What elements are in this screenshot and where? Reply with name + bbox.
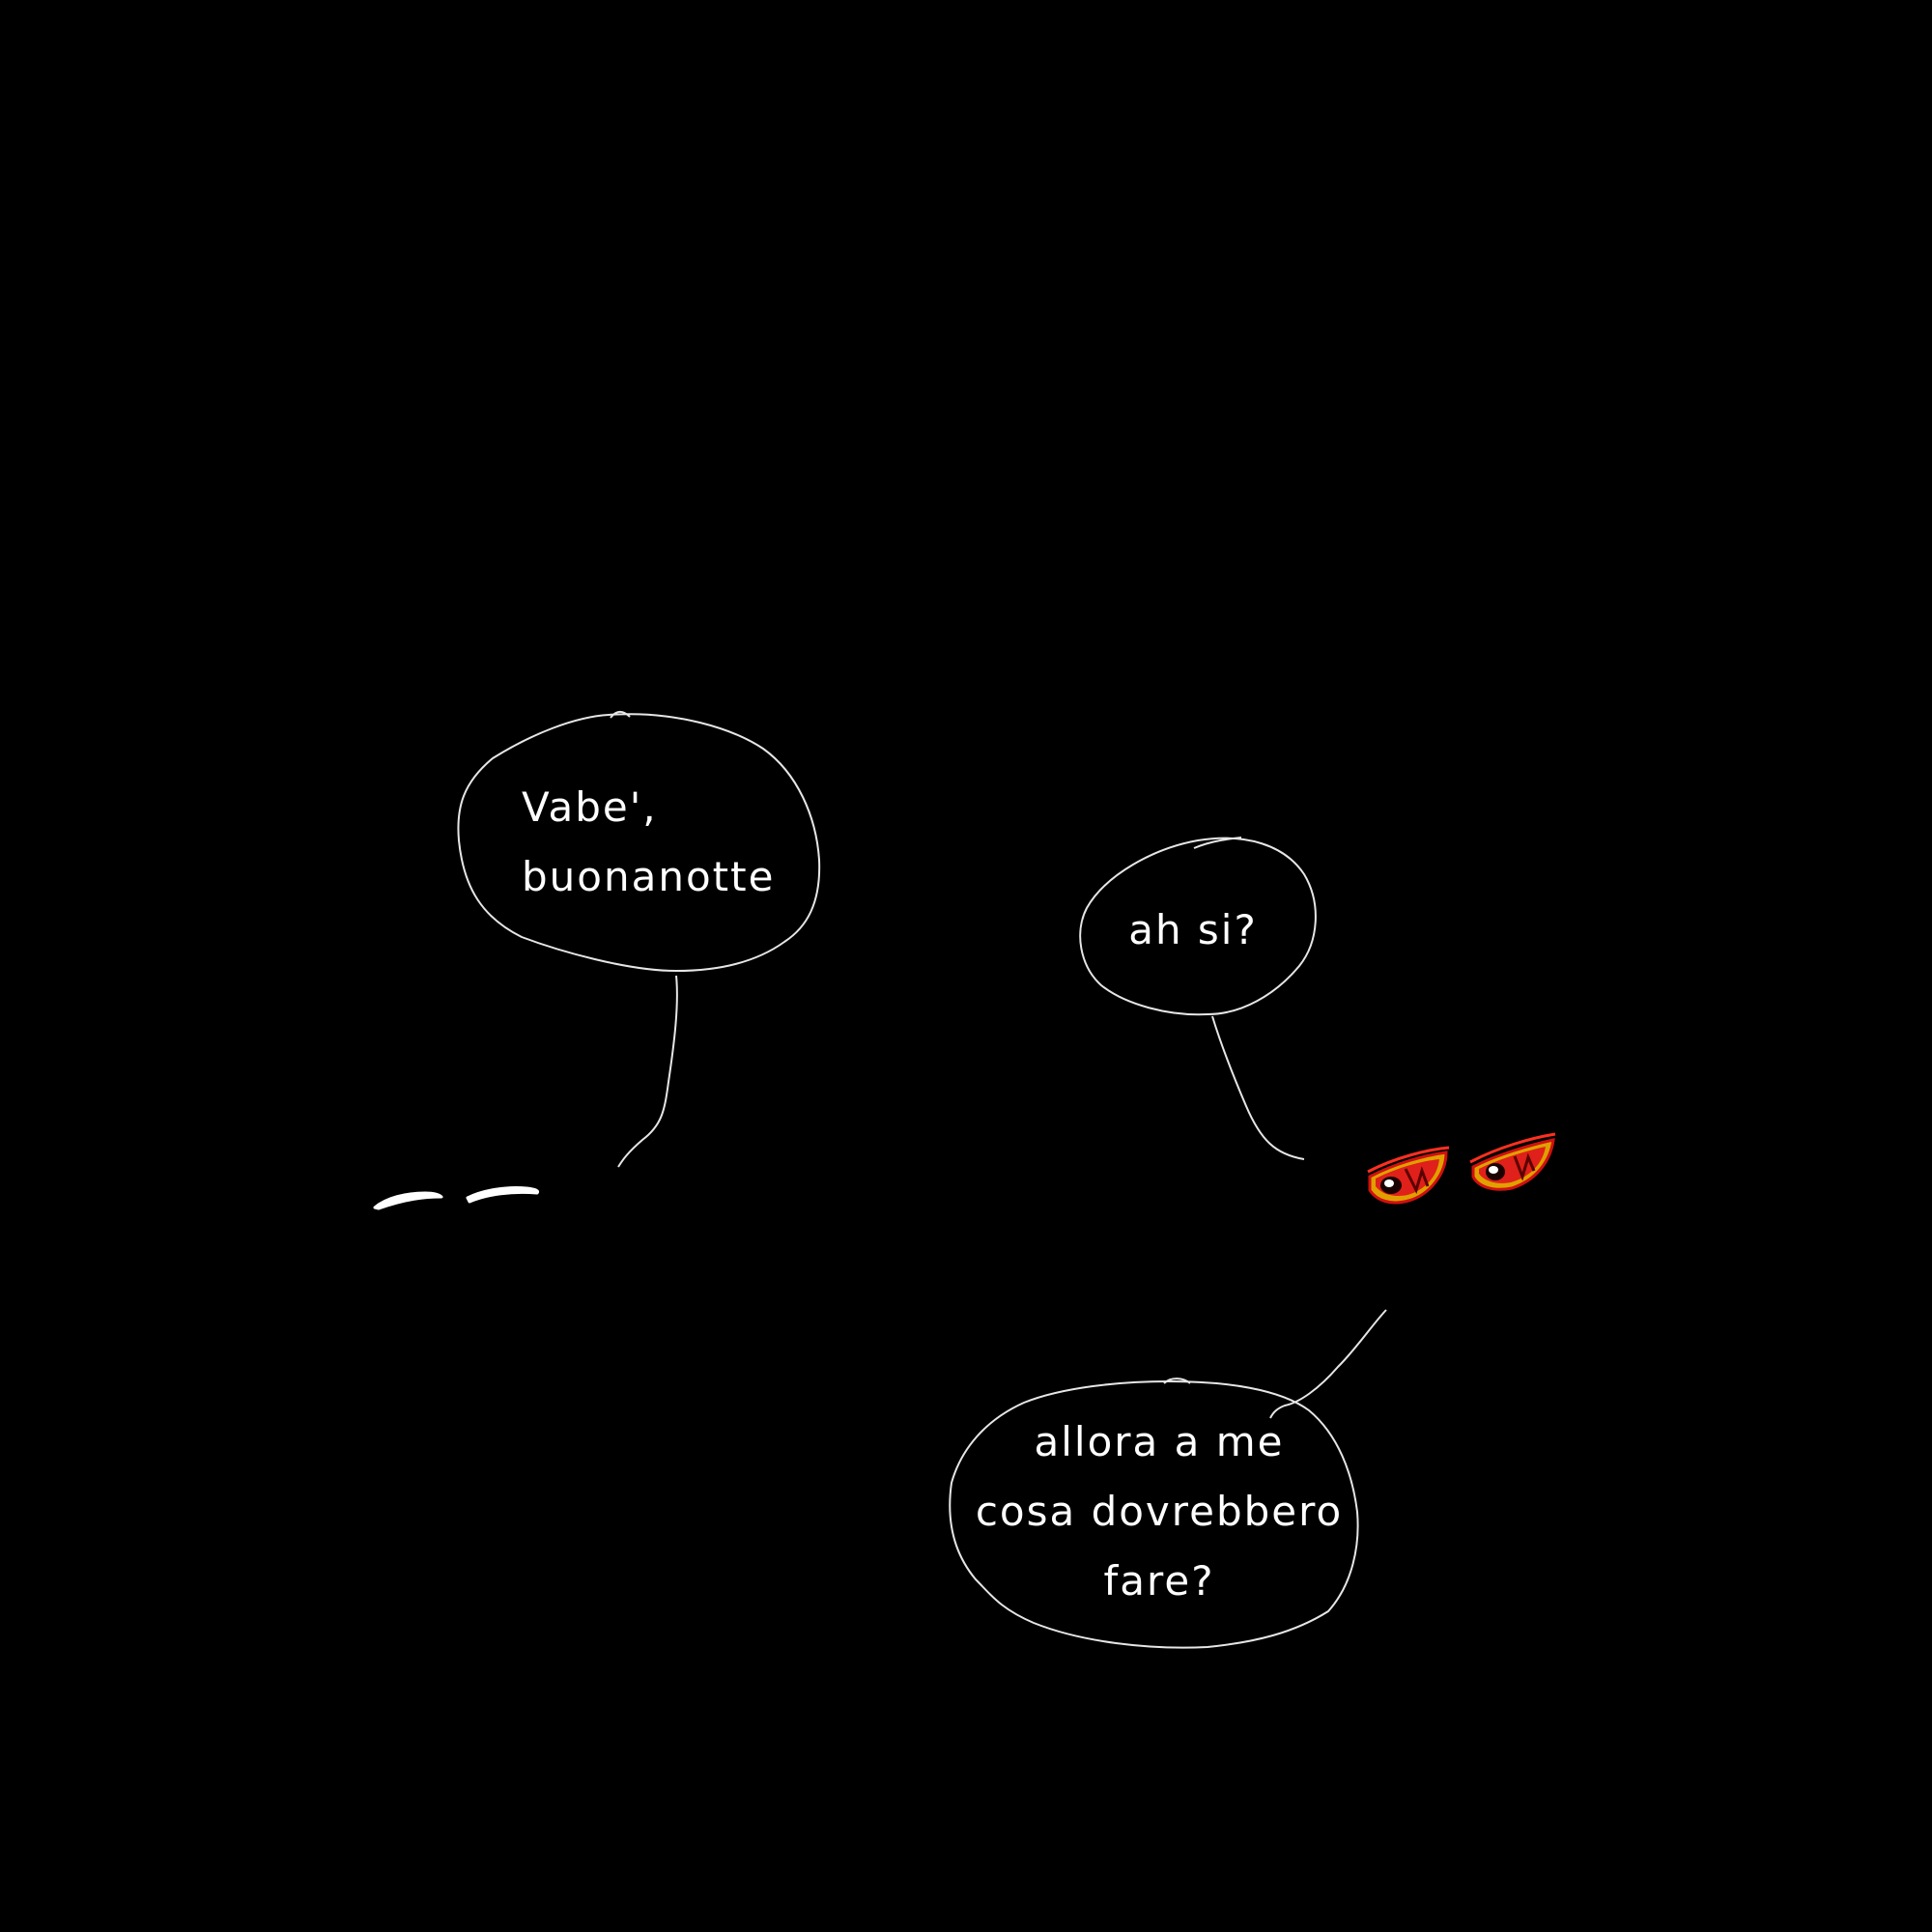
glaring-eye-left xyxy=(1367,1146,1450,1205)
speech-text-bottom: allora a me cosa dovrebbero fare? xyxy=(947,1407,1372,1616)
glaring-eyes-right-character xyxy=(1367,1132,1556,1205)
speech-bubble-bottom-top-notch xyxy=(1163,1378,1191,1384)
speech-tail-bottom xyxy=(1269,1309,1387,1419)
speech-bubble-right-top xyxy=(1079,837,1317,1016)
speech-line: ah si? xyxy=(1128,906,1258,953)
speech-bubble-right-top-notch xyxy=(1193,837,1242,849)
glaring-eye-right xyxy=(1469,1132,1556,1191)
speech-line: buonanotte xyxy=(522,853,776,900)
speech-bubble-bottom xyxy=(949,1379,1359,1649)
speech-text-right-top: ah si? xyxy=(1077,895,1309,965)
speech-tail-right-top xyxy=(1211,1015,1305,1160)
closed-eye-right xyxy=(466,1186,540,1204)
closed-eye-left xyxy=(373,1191,443,1210)
closed-eyes-left-character xyxy=(373,1186,540,1210)
speech-bubble-left-top-notch xyxy=(610,710,631,719)
speech-line: Vabe', xyxy=(522,783,658,831)
speech-bubble-left xyxy=(457,713,821,973)
speech-text-left: Vabe', buonanotte xyxy=(522,773,775,912)
speech-tail-left xyxy=(617,975,678,1168)
speech-line: fare? xyxy=(1103,1557,1215,1605)
speech-line: cosa dovrebbero xyxy=(975,1488,1344,1535)
speech-line: allora a me xyxy=(1034,1418,1285,1465)
